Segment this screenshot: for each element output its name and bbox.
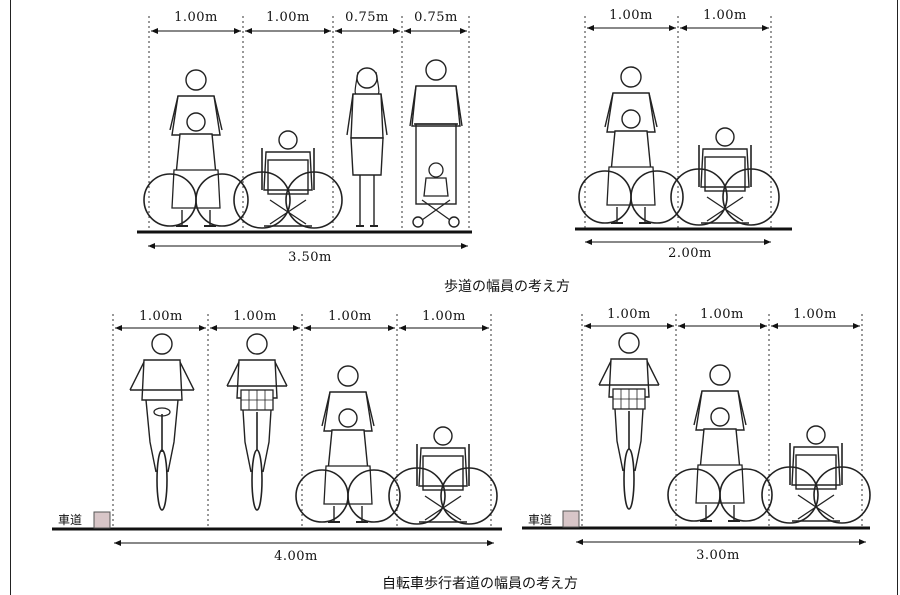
curb-block xyxy=(93,511,111,529)
wheelchair-user xyxy=(233,130,343,229)
curb-block xyxy=(562,510,580,528)
width-label: 1.00m xyxy=(139,309,183,324)
person-pushing-wheelchair xyxy=(295,365,401,523)
width-label: 1.00m xyxy=(328,309,372,324)
person-pushing-wheelchair xyxy=(578,66,684,224)
width-label: 0.75m xyxy=(414,10,458,25)
total-width-label: 3.00m xyxy=(696,548,740,563)
sidewalk-left-panel xyxy=(137,16,472,249)
width-label: 1.00m xyxy=(607,307,651,322)
width-label: 0.75m xyxy=(345,10,389,25)
wheelchair-user xyxy=(761,425,871,524)
bikepath-right-panel xyxy=(522,314,871,545)
width-label: 1.00m xyxy=(174,10,218,25)
cyclist-front xyxy=(226,333,288,511)
roadway-label: 車道 xyxy=(528,513,553,527)
wheelchair-user xyxy=(388,426,498,525)
width-label: 1.00m xyxy=(700,307,744,322)
pedestrian-woman xyxy=(346,67,388,227)
width-label: 1.00m xyxy=(266,10,310,25)
total-width-label: 2.00m xyxy=(668,246,712,261)
total-width-label: 3.50m xyxy=(288,250,332,265)
person-pushing-wheelchair xyxy=(143,69,249,227)
total-width-label: 4.00m xyxy=(274,549,318,564)
roadway-label: 車道 xyxy=(58,513,83,527)
person-pushing-wheelchair xyxy=(667,364,773,522)
bikepath-caption: 自転車歩行者道の幅員の考え方 xyxy=(382,576,578,592)
width-label: 1.00m xyxy=(422,309,466,324)
width-label: 1.00m xyxy=(793,307,837,322)
wheelchair-user xyxy=(670,127,780,226)
width-label: 1.00m xyxy=(703,8,747,23)
sidewalk-caption: 歩道の幅員の考え方 xyxy=(444,279,570,295)
cyclist-front xyxy=(598,332,660,510)
width-label: 1.00m xyxy=(233,309,277,324)
width-label: 1.00m xyxy=(609,8,653,23)
figure-frame xyxy=(10,0,898,595)
person-pushing-stroller xyxy=(409,59,463,228)
bikepath-left-panel xyxy=(52,314,502,546)
cyclist-back xyxy=(129,333,195,511)
sidewalk-right-panel xyxy=(575,16,792,245)
